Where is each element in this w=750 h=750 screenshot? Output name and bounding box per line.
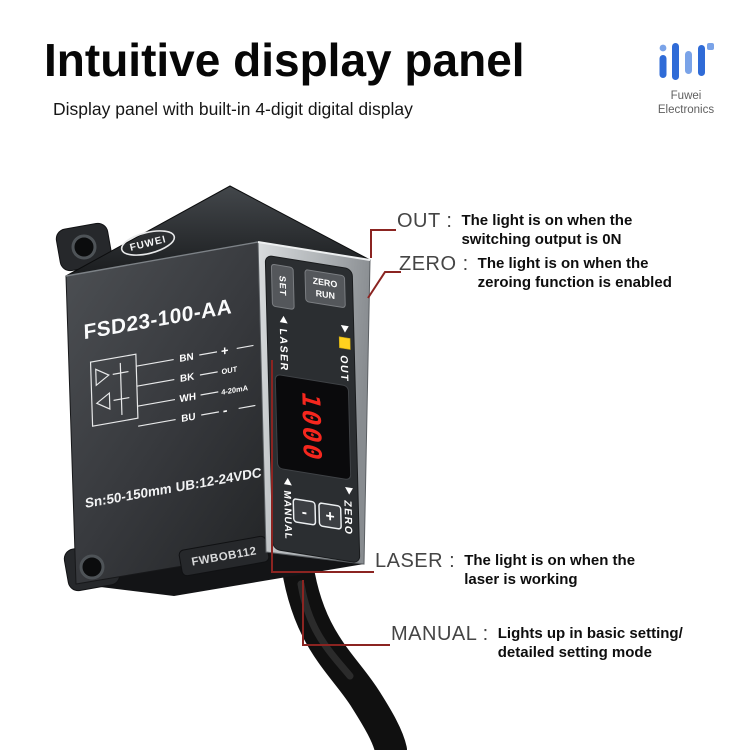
sensor-bottom-face: [76, 552, 364, 596]
wire-label-wh: WH: [179, 391, 196, 405]
annotation-zero: ZERO : The light is on when the zeroing …: [399, 254, 672, 292]
page-title: Intuitive display panel: [44, 34, 525, 86]
wire-signal-out: OUT: [221, 364, 237, 376]
brand-name-line1: Fuwei: [670, 90, 702, 102]
zero-label: ZERO: [341, 499, 354, 536]
annotation-laser-desc: The light is on when the laser is workin…: [464, 551, 635, 589]
callout-line-manual: [302, 580, 390, 646]
zero-run-button-label1: ZERO: [312, 276, 337, 290]
zero-run-button-label2: RUN: [316, 288, 336, 301]
display-value: 1000: [295, 388, 326, 465]
sensor-front-face: [65, 241, 267, 585]
laser-label: LASER: [277, 328, 290, 373]
out-label: OUT: [338, 354, 351, 383]
annotation-laser-line1: The light is on when the: [464, 552, 636, 569]
wire-signal-minus: -: [223, 401, 228, 418]
annotation-zero-line1: The light is on when the: [477, 255, 649, 272]
annotation-laser-line2: laser is working: [464, 571, 578, 588]
out-arrow-icon: [340, 325, 349, 333]
manual-label: MANUAL: [281, 490, 293, 541]
digital-display: [274, 374, 352, 480]
brand-name: Fuwei Electronics: [644, 89, 728, 117]
set-button-label: SET: [278, 275, 288, 297]
zero-arrow-icon: [345, 487, 353, 495]
plus-button-label: +: [325, 508, 335, 526]
minus-button-label: -: [302, 504, 308, 522]
annotation-manual-line2: detailed setting mode: [497, 644, 652, 661]
out-indicator-led: [338, 336, 351, 350]
page-subtitle: Display panel with built-in 4-digit digi…: [53, 99, 413, 119]
wiring-diagram: [89, 344, 256, 427]
annotation-out: OUT : The light is on when the switching…: [397, 211, 632, 249]
brand-logo-icon: [659, 43, 714, 80]
callout-line-zero: [367, 271, 401, 299]
annotation-manual-line1: Lights up in basic setting/: [497, 625, 683, 642]
laser-arrow-icon: [279, 315, 288, 324]
annotation-out-line1: The light is on when the: [461, 212, 633, 229]
annotation-zero-desc: The light is on when the zeroing functio…: [478, 254, 672, 292]
mount-screw-bottom: [79, 554, 105, 580]
annotation-manual: MANUAL : Lights up in basic setting/ det…: [391, 624, 683, 662]
annotation-out-line2: switching output is 0N: [461, 231, 622, 248]
panel-top-edge-highlight: [257, 241, 371, 261]
plus-button: [318, 502, 342, 530]
front-top-edge-highlight: [65, 241, 259, 277]
set-button: [270, 264, 295, 310]
annotation-out-label: OUT :: [397, 210, 453, 232]
display-panel-content: SET ZERO RUN LASER OUT 1000 ZERO MANUAL …: [264, 255, 361, 563]
wire-label-bk: BK: [180, 371, 195, 385]
wire-label-bn: BN: [179, 352, 194, 366]
cable-sheen: [297, 580, 354, 680]
wire-label-bu: BU: [181, 412, 196, 426]
zero-run-button: [304, 269, 346, 308]
annotation-laser: LASER : The light is on when the laser i…: [375, 551, 635, 589]
callout-line-laser: [271, 360, 374, 573]
brand-name-line2: Electronics: [657, 104, 715, 116]
annotation-manual-label: MANUAL :: [391, 623, 489, 645]
annotation-zero-label: ZERO :: [399, 253, 469, 275]
callout-line-out: [370, 229, 396, 258]
annotation-laser-label: LASER :: [375, 550, 456, 572]
annotation-zero-line2: zeroing function is enabled: [477, 274, 672, 291]
wire-signal-plus: +: [221, 342, 229, 358]
mount-screw-top: [71, 234, 97, 260]
brand-block: Fuwei Electronics: [644, 40, 728, 117]
annotation-manual-desc: Lights up in basic setting/ detailed set…: [498, 624, 683, 662]
annotation-out-desc: The light is on when the switching outpu…: [461, 211, 632, 249]
manual-arrow-icon: [283, 477, 292, 486]
minus-button: [292, 498, 317, 526]
